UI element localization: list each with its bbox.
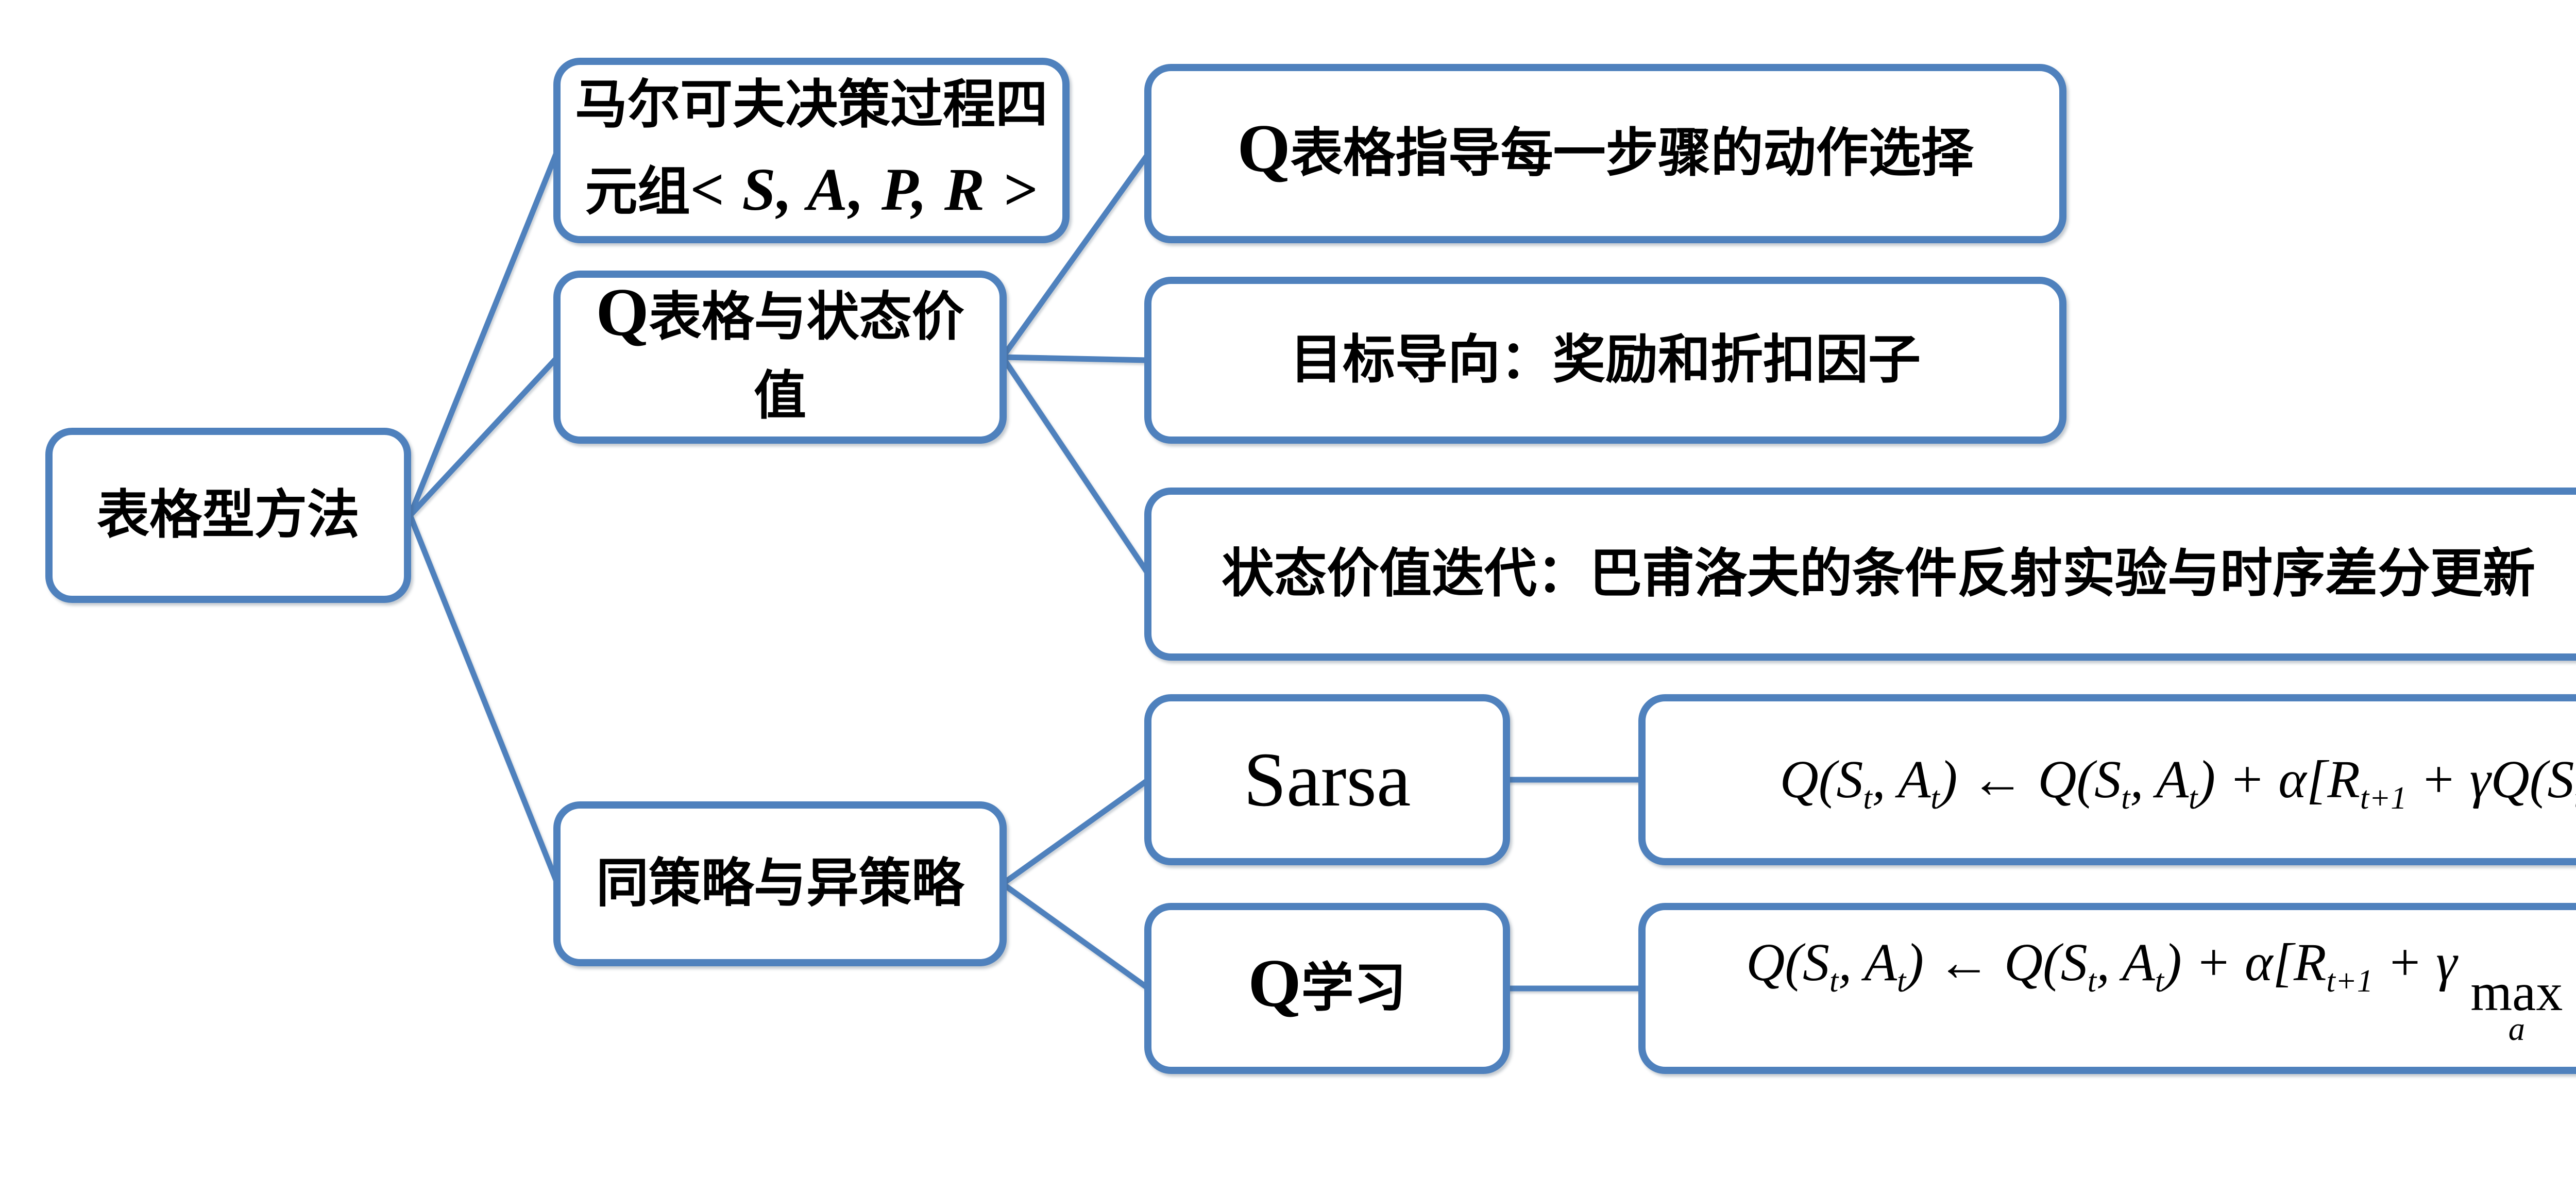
node-qlearning: Q学习 (1144, 903, 1510, 1074)
node-qtable: Q表格与状态价值 (553, 271, 1007, 444)
node-mdp-line2: 元组< S, A, P, R > (575, 145, 1048, 236)
node-qlearning-label: Q学习 (1248, 949, 1406, 1028)
node-mdp-line2-prefix: 元组 (585, 163, 690, 222)
node-sarsa-formula: Q(St, At) ← Q(St, At) + α[Rt+1 + γQ(St+1… (1638, 694, 2576, 865)
edge-root-qtable (408, 355, 560, 517)
edge-root-policy (407, 514, 561, 885)
edge-qtable-goal (1002, 354, 1149, 363)
node-qtable-latin-q: Q (596, 274, 649, 350)
node-mdp-label: 马尔可夫决策过程四 元组< S, A, P, R > (575, 66, 1048, 236)
node-qtable-step-label: Q表格指导每一步骤的动作选择 (1237, 114, 1973, 193)
node-root: 表格型方法 (45, 428, 411, 603)
node-mdp-tuple-math: < S, A, P, R > (690, 156, 1038, 223)
node-qtable-step-latin-q: Q (1237, 110, 1291, 186)
node-sarsa: Sarsa (1144, 694, 1510, 865)
edge-policy-sarsa (1001, 777, 1150, 886)
node-sarsa-label: Sarsa (1243, 737, 1411, 822)
sarsa-update-formula: Q(St, At) ← Q(St, At) + α[Rt+1 + γQ(St+1… (1780, 749, 2576, 816)
node-goal: 目标导向：奖励和折扣因子 (1144, 277, 2066, 444)
node-qtable-step-text: 表格指导每一步骤的动作选择 (1290, 124, 1974, 183)
node-qtable-label: Q表格与状态价值 (571, 278, 989, 436)
node-qlearning-text: 学习 (1301, 959, 1406, 1018)
node-value-iter-label: 状态价值迭代：巴甫洛夫的条件反射实验与时序差分更新 (1222, 545, 2535, 603)
edge-qtable-step (1000, 152, 1151, 359)
edge-policy-qlearning (1001, 881, 1150, 991)
node-qtable-text: 表格与状态价值 (649, 289, 964, 426)
node-policy-label: 同策略与异策略 (596, 854, 964, 913)
edge-qtable-valueiter (1000, 355, 1151, 576)
node-qtable-step: Q表格指导每一步骤的动作选择 (1144, 64, 2066, 243)
node-mdp-line1: 马尔可夫决策过程四 (575, 76, 1048, 135)
node-root-label: 表格型方法 (97, 486, 360, 545)
node-mdp: 马尔可夫决策过程四 元组< S, A, P, R > (553, 58, 1070, 243)
node-policy: 同策略与异策略 (553, 801, 1007, 966)
node-goal-label: 目标导向：奖励和折扣因子 (1290, 331, 1921, 390)
edge-root-mdp (407, 149, 561, 517)
node-value-iter: 状态价值迭代：巴甫洛夫的条件反射实验与时序差分更新 (1144, 488, 2576, 661)
node-qlearning-latin-q: Q (1248, 945, 1301, 1021)
